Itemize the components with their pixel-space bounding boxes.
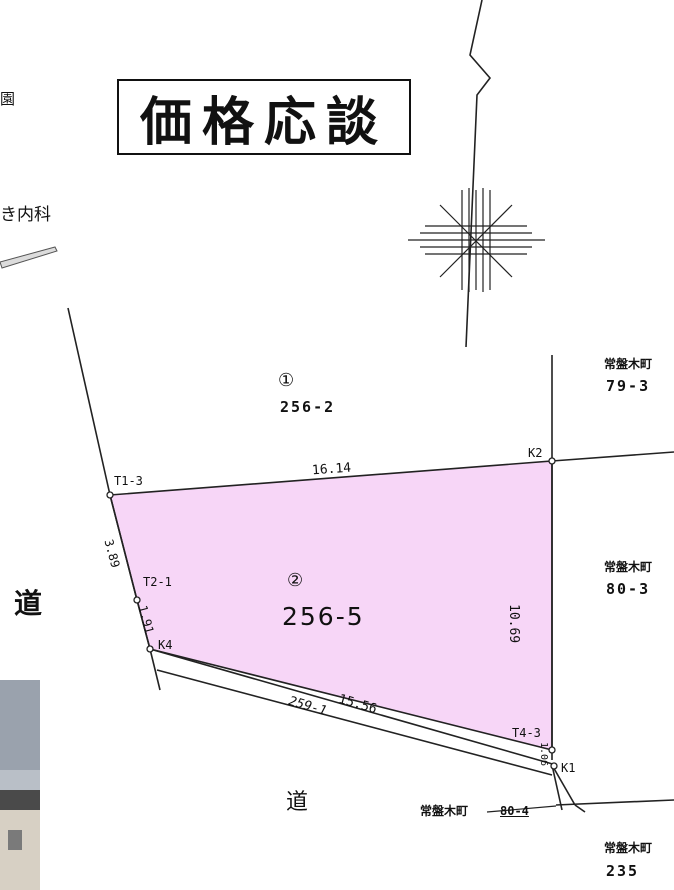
- price-negotiable-banner: 価格応談: [117, 79, 411, 155]
- north-arrow-icon: [465, 0, 492, 348]
- neighbor-4-lot: 235: [606, 862, 640, 880]
- point-k2: K2: [528, 446, 543, 460]
- house-photo: [0, 680, 40, 890]
- parcel-1-circle: ①: [278, 370, 295, 391]
- neighbor-3-lot: 80-4: [500, 804, 529, 818]
- dim-lower-right: 1.06: [538, 742, 549, 767]
- neighbor-2-town: 常盤木町: [604, 560, 653, 574]
- road-sign-icon: [0, 246, 58, 269]
- parcel-1-lot: 256-2: [280, 398, 336, 416]
- point-t2-1: T2-1: [143, 575, 172, 589]
- point-t1-3: T1-3: [114, 474, 143, 488]
- compass-star-icon: [408, 188, 545, 292]
- road-label-left: 道: [14, 587, 43, 620]
- neighbor-2-lot: 80-3: [606, 580, 651, 598]
- neighbor-1-town: 常盤木町: [604, 357, 653, 371]
- parcel-2-circle: ②: [287, 570, 304, 591]
- road-label-bottom: 道: [286, 790, 309, 815]
- dim-top: 16.14: [311, 460, 352, 479]
- boundary-lines: [67, 307, 674, 813]
- dim-right: 10.69: [506, 604, 521, 644]
- survey-points: [106, 457, 558, 770]
- kanji-fragment-label: 園: [0, 90, 16, 108]
- point-t4-3: T4-3: [512, 726, 541, 740]
- point-k1: K1: [561, 761, 576, 775]
- parcel-2-lot: 256-5: [282, 602, 365, 631]
- neighbor-3-town: 常盤木町: [420, 804, 469, 818]
- clinic-label: き内科: [0, 205, 51, 225]
- leader-line: [486, 805, 557, 813]
- neighbor-4-town: 常盤木町: [604, 841, 653, 855]
- point-k4: K4: [158, 638, 173, 652]
- neighbor-1-lot: 79-3: [606, 377, 651, 395]
